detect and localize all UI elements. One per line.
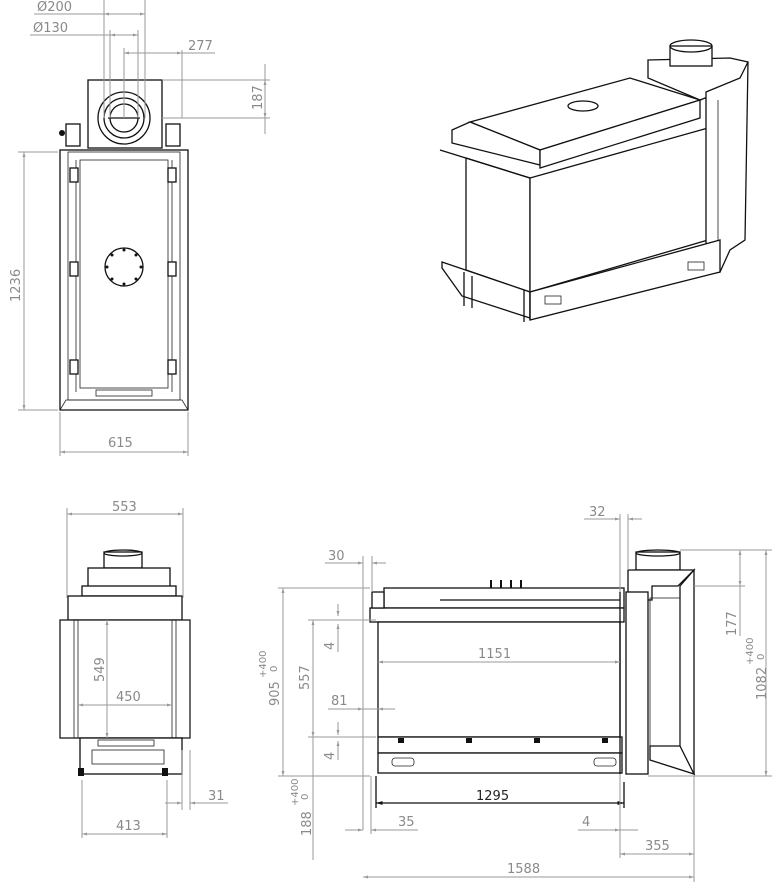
dim-right-gap: 4	[582, 815, 590, 830]
dim-flue-height: 177	[725, 611, 740, 636]
top-view: Ø200 Ø130 277 187 1236 615	[9, 0, 270, 456]
dim-overall-depth: 1236	[9, 269, 24, 302]
dim-frame-height: 905	[268, 681, 283, 706]
dim-frame-height-tol-lower: 0	[269, 666, 280, 672]
dim-base-height: 188	[300, 811, 315, 836]
dim-flue-offset: 277	[188, 39, 213, 54]
dim-flue-inner-diameter: Ø130	[33, 21, 68, 36]
dim-frame-height-tol-upper: +400	[258, 651, 269, 678]
dim-overall-height-tol-upper: +400	[745, 638, 756, 665]
dim-right-offset: 32	[589, 505, 606, 520]
dim-overall-width: 615	[108, 436, 133, 451]
isometric-view	[439, 39, 749, 322]
dim-overall-height: 1082	[755, 667, 770, 700]
dim-overall-height-tol-lower: 0	[756, 654, 767, 660]
dim-side-glass-width: 450	[116, 690, 141, 705]
dim-gap-bottom: 4	[323, 752, 338, 760]
dim-side-glass-height: 549	[93, 657, 108, 682]
dim-side-offset: 31	[208, 789, 225, 804]
dim-side-overall-width: 553	[112, 500, 137, 515]
side-view: 553 549 450 413 31	[59, 500, 228, 838]
dim-feet-spacing: 413	[116, 819, 141, 834]
front-view: 30 32 905 +400 0 557 4 4 81 1151 1295 35…	[258, 505, 772, 882]
dim-glass-width: 1151	[478, 647, 511, 662]
dim-gap-top: 4	[323, 642, 338, 650]
dim-body-width: 1295	[476, 789, 509, 804]
dim-left-offset: 35	[398, 815, 415, 830]
dim-base-height-tol-lower: 0	[300, 794, 311, 800]
dim-bottom-offset: 81	[331, 694, 348, 709]
dim-top-offset: 30	[328, 549, 345, 564]
dim-flue-outer-diameter: Ø200	[37, 0, 72, 15]
dim-overall-length: 1588	[507, 862, 540, 877]
dim-base-height-tol-upper: +400	[290, 779, 301, 806]
dim-glass-height: 557	[298, 665, 313, 690]
dim-side-depth: 355	[645, 839, 670, 854]
dim-flue-box-depth: 187	[251, 85, 266, 110]
